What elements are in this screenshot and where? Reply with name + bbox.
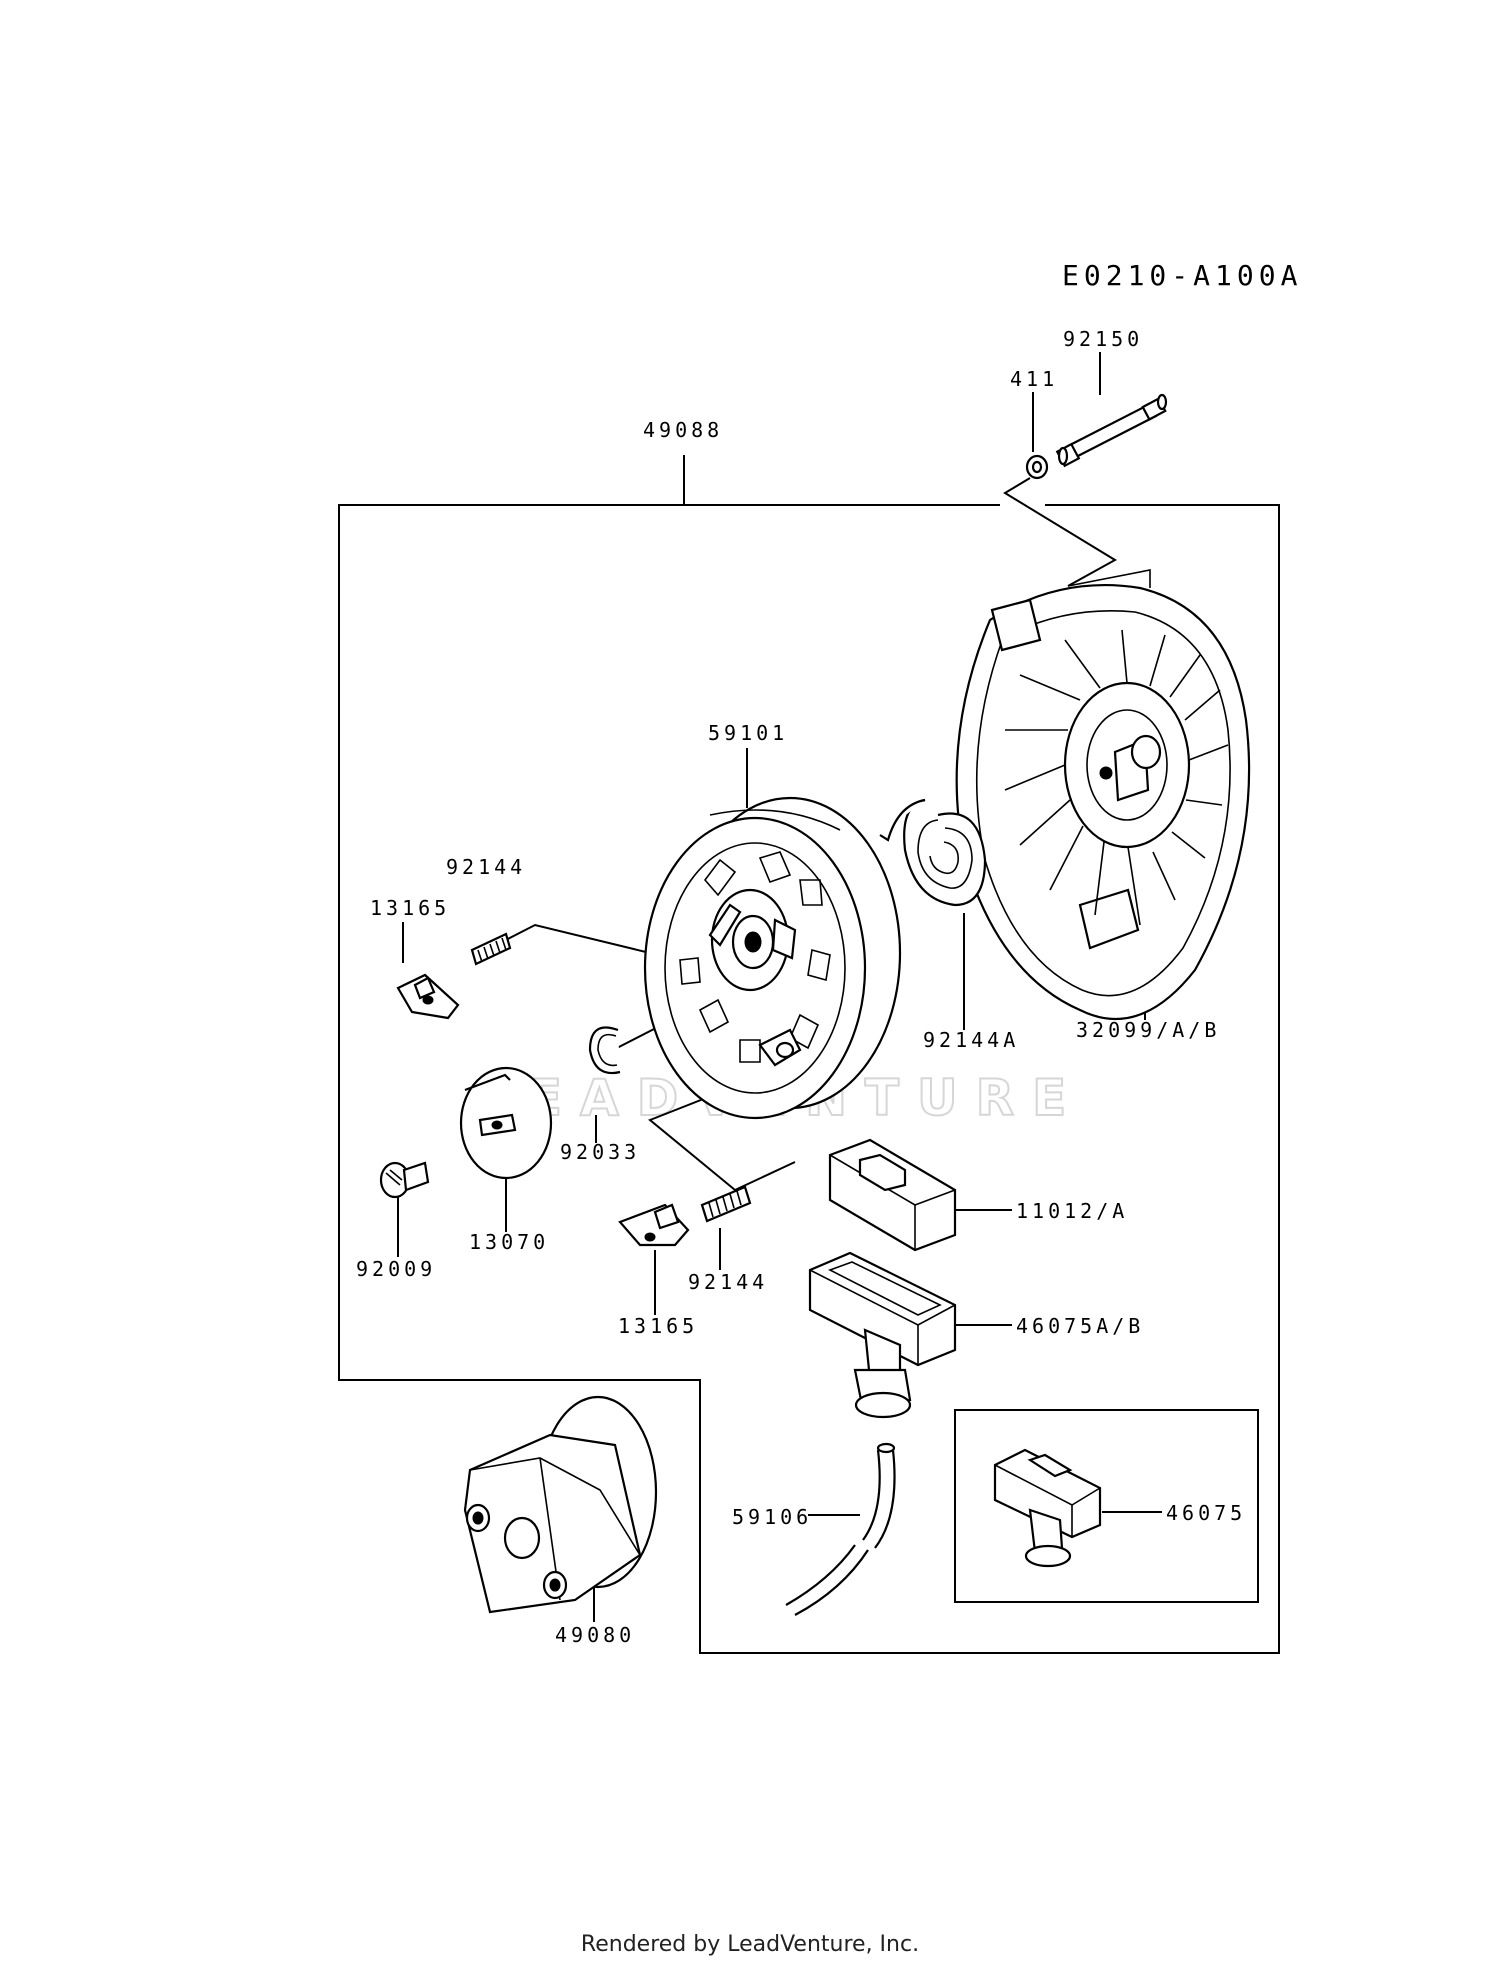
part-13165-ratchet-bottom[interactable] <box>618 1203 690 1247</box>
label-92144-top[interactable]: 92144 <box>446 855 526 879</box>
part-13165-ratchet-top[interactable] <box>396 973 460 1020</box>
part-59101-pulley[interactable] <box>643 796 902 1120</box>
part-49080-drum[interactable] <box>463 1395 658 1614</box>
part-92033-clip[interactable] <box>588 1026 621 1075</box>
part-32099-housing[interactable] <box>955 569 1251 1021</box>
label-11012[interactable]: 11012/A <box>1016 1199 1128 1223</box>
part-46075AB-handle[interactable] <box>808 1251 957 1419</box>
part-92144-spring-bottom[interactable] <box>700 1185 752 1223</box>
part-411-washer[interactable] <box>1025 454 1049 480</box>
label-46075AB[interactable]: 46075A/B <box>1016 1314 1144 1338</box>
label-92144-bottom[interactable]: 92144 <box>688 1270 768 1294</box>
footer-credit: Rendered by LeadVenture, Inc. <box>580 1932 920 1957</box>
label-32099[interactable]: 32099/A/B <box>1076 1018 1220 1042</box>
label-13070[interactable]: 13070 <box>469 1230 549 1254</box>
label-59106[interactable]: 59106 <box>732 1505 812 1529</box>
label-13165-top[interactable]: 13165 <box>370 896 450 920</box>
label-49080[interactable]: 49080 <box>555 1623 635 1647</box>
label-92144A[interactable]: 92144A <box>923 1028 1019 1052</box>
part-92009-screw[interactable] <box>379 1161 430 1199</box>
label-411[interactable]: 411 <box>1010 367 1058 391</box>
part-13070-plate[interactable] <box>459 1066 553 1180</box>
part-11012-grip[interactable] <box>828 1138 957 1252</box>
label-92009[interactable]: 92009 <box>356 1257 436 1281</box>
part-59106-rope[interactable] <box>785 1442 896 1616</box>
label-49088[interactable]: 49088 <box>643 418 723 442</box>
inset-box-46075 <box>954 1409 1259 1603</box>
diagram-code: E0210-A100A <box>1062 259 1302 292</box>
part-92150-shaft[interactable] <box>1055 393 1168 468</box>
assembly-outline <box>338 504 1280 1654</box>
label-13165-bottom[interactable]: 13165 <box>618 1314 698 1338</box>
label-92150[interactable]: 92150 <box>1063 327 1143 351</box>
label-46075[interactable]: 46075 <box>1166 1501 1246 1525</box>
part-46075-handle[interactable] <box>993 1448 1102 1568</box>
part-92144A-spring[interactable] <box>879 798 987 907</box>
label-92033[interactable]: 92033 <box>560 1140 640 1164</box>
part-92144-spring-top[interactable] <box>470 932 512 966</box>
label-59101[interactable]: 59101 <box>708 721 788 745</box>
